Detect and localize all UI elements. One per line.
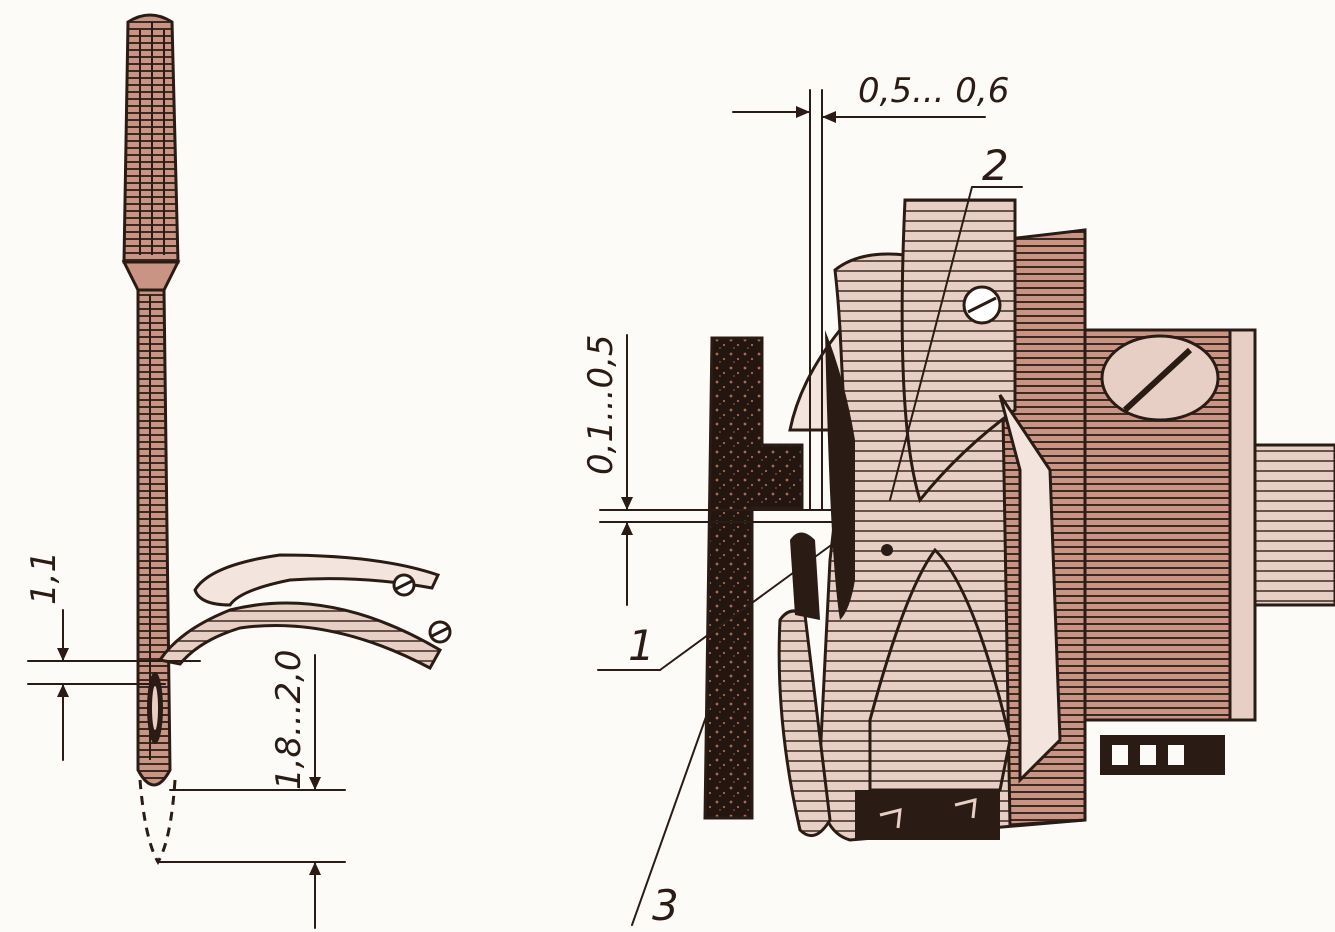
hook-body [1083, 328, 1257, 775]
dimension-label-0-5-0-6: 0,5... 0,6 [858, 71, 1009, 111]
dimension-label-0-1-0-5: 0,1...0,5 [581, 334, 621, 475]
needle-group [121, 13, 181, 865]
hook-point-left [157, 553, 452, 671]
needle-lowered-point [138, 779, 177, 865]
hook-shaft [1253, 443, 1335, 607]
hook-cup [817, 198, 1087, 842]
dimension-label-1-1: 1,1 [24, 551, 64, 605]
callout-2: 2 [889, 141, 1023, 501]
dimension-0-1-0-5: 0,1...0,5 [581, 334, 841, 606]
needle-bar-3 [703, 336, 804, 820]
dimension-1-8-2-0: 1,8...2,0 [157, 649, 346, 929]
dimension-label-1-8-2-0: 1,8...2,0 [269, 649, 309, 790]
hook-nose [777, 325, 893, 838]
callout-3: 3 [631, 699, 713, 930]
dimension-0-5-0-6: 0,5... 0,6 [732, 71, 1009, 511]
callout-label-1: 1 [628, 621, 655, 670]
dimension-1-1: 1,1 [24, 551, 201, 761]
callout-label-3: 3 [652, 881, 679, 930]
callout-1: 1 [597, 534, 846, 671]
callout-label-2: 2 [982, 141, 1009, 190]
